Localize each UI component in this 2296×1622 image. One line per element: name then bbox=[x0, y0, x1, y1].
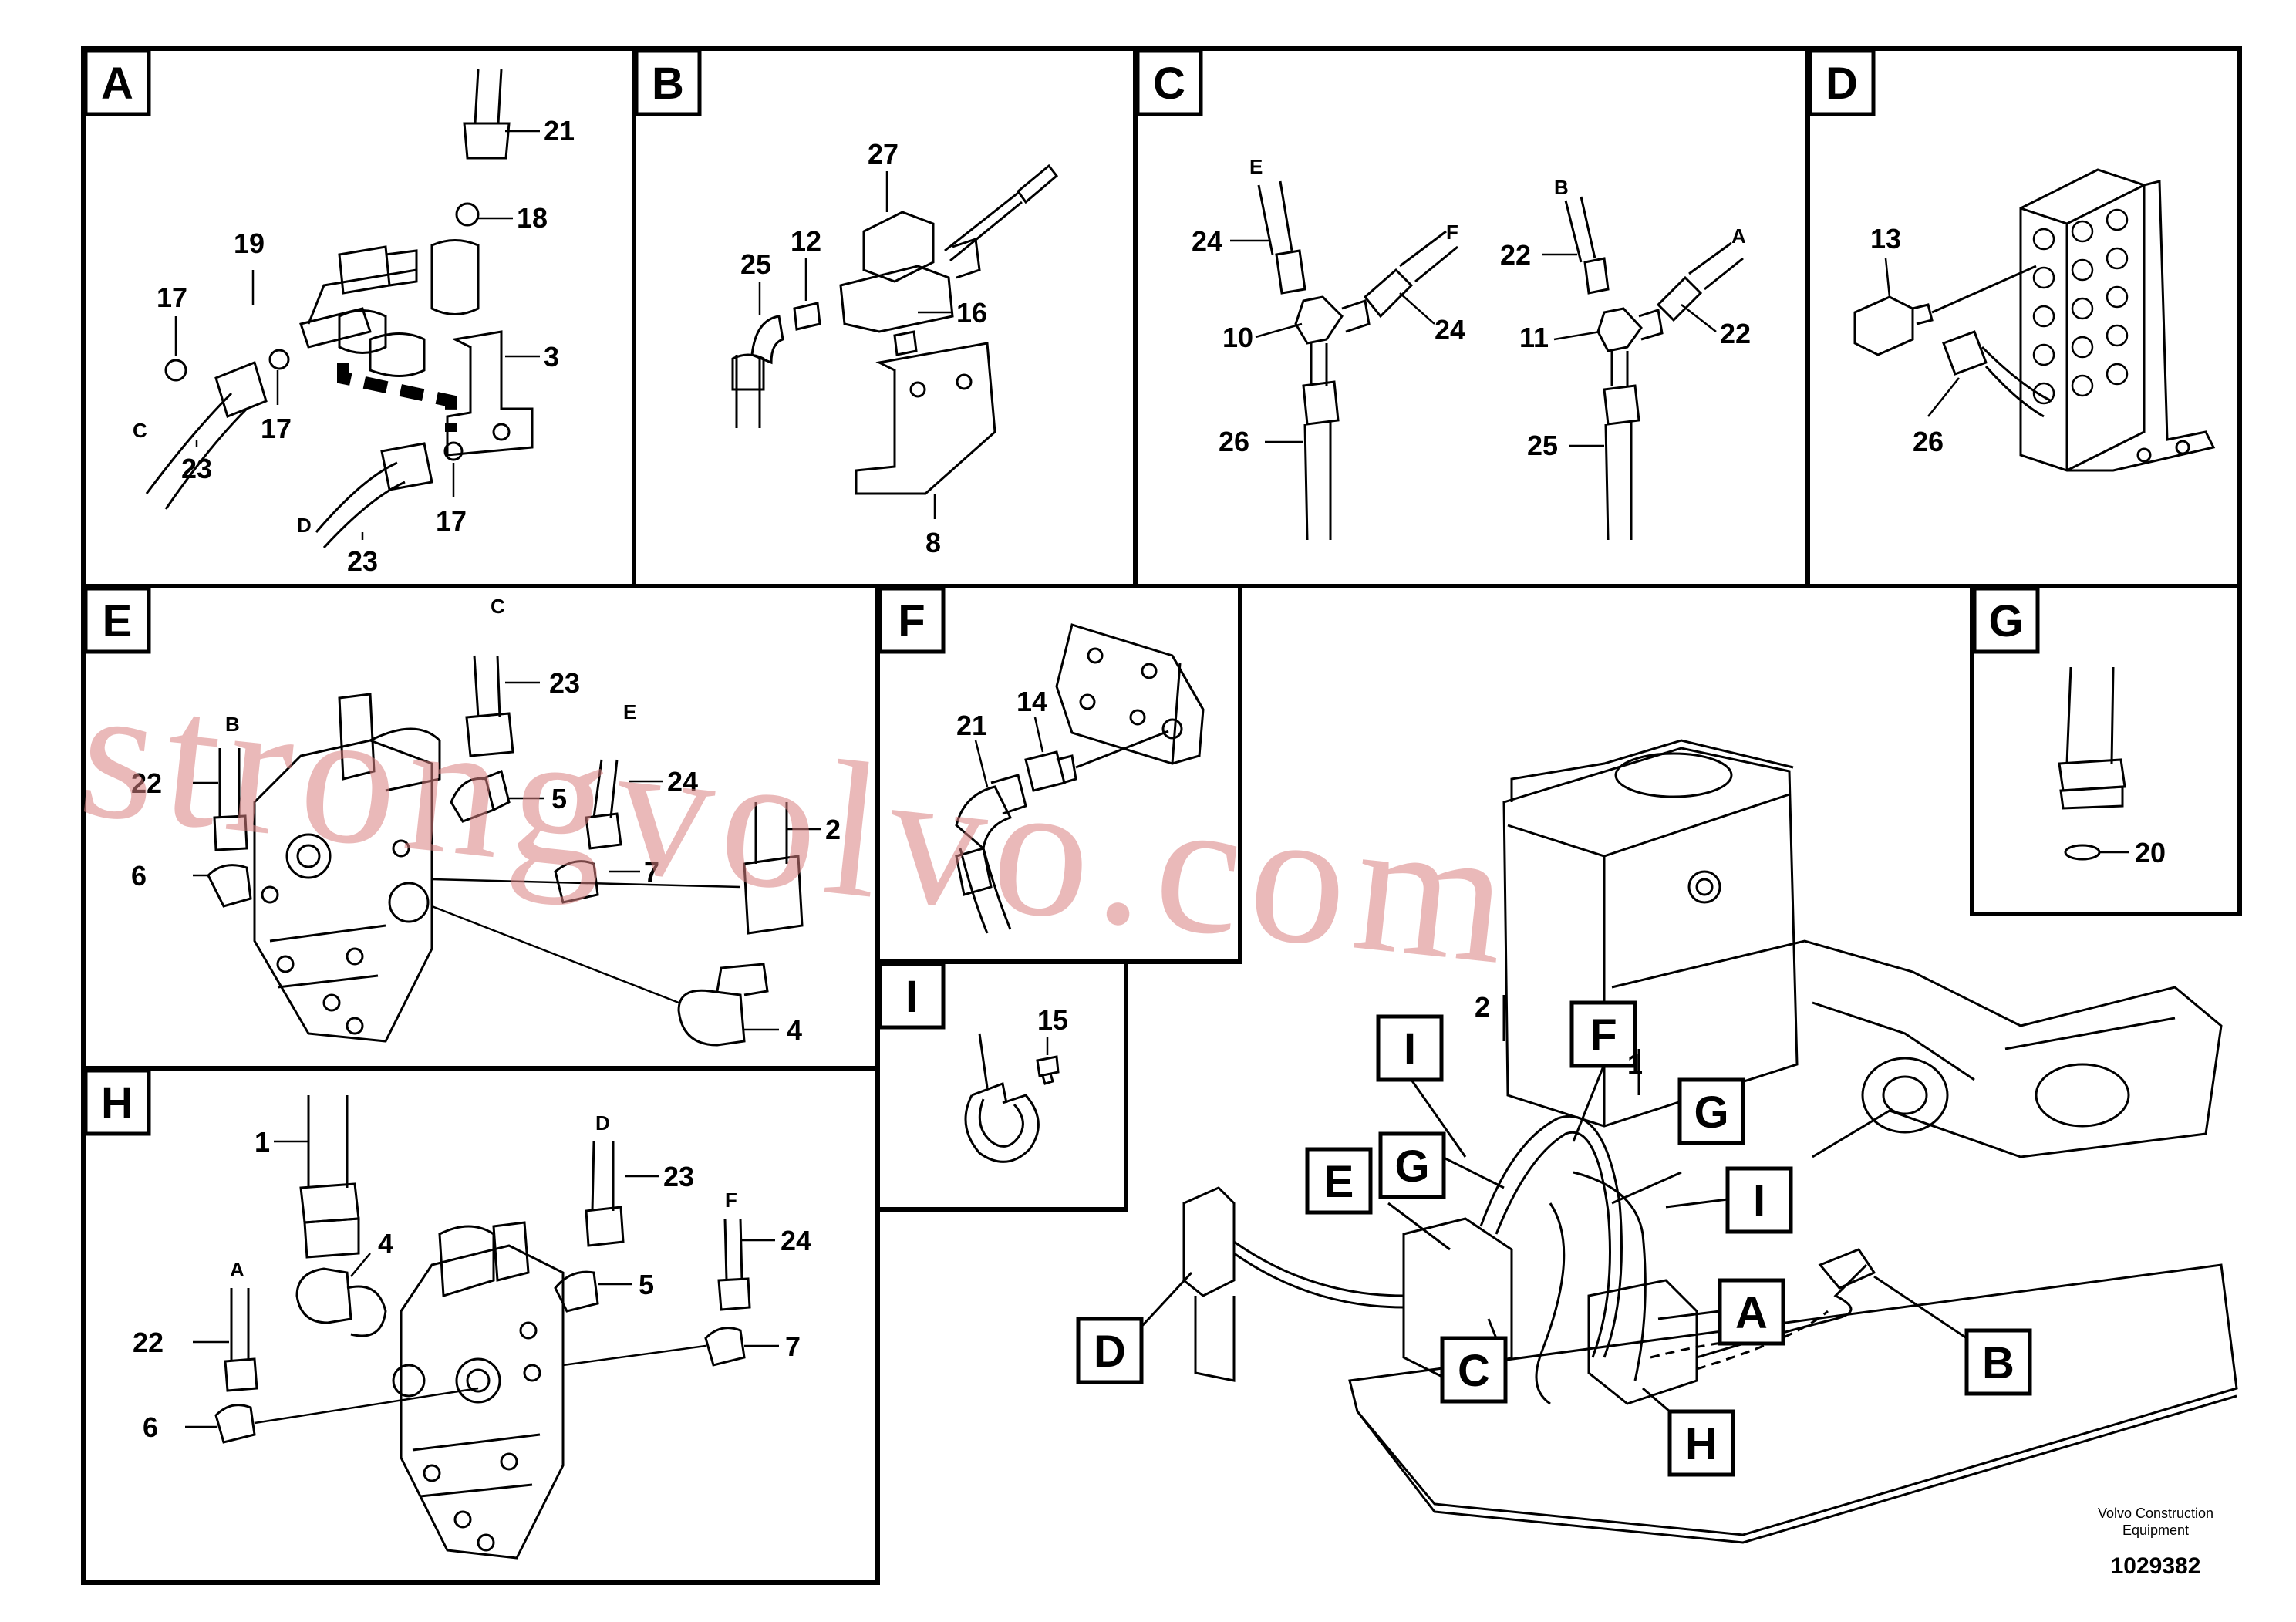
panel-letter-b: B bbox=[652, 59, 684, 109]
panel-a: A bbox=[81, 46, 636, 588]
line-letter: B bbox=[1554, 176, 1569, 199]
callout-label: B bbox=[1982, 1338, 2014, 1388]
part-label: 5 bbox=[639, 1269, 654, 1300]
part-label: 6 bbox=[131, 860, 147, 892]
part-label: 26 bbox=[1913, 426, 1944, 457]
part-label: 22 bbox=[1500, 239, 1531, 271]
part-label: 5 bbox=[551, 783, 567, 814]
part-label: 19 bbox=[234, 228, 265, 259]
line-letter: A bbox=[1731, 224, 1746, 248]
part-label: 21 bbox=[544, 115, 575, 147]
panel-c: C 24 bbox=[1133, 46, 1810, 588]
part-label: 13 bbox=[1870, 223, 1901, 255]
part-label: 17 bbox=[261, 413, 292, 444]
line-letter: C bbox=[491, 595, 505, 618]
footer: Volvo Construction Equipment 1029382 bbox=[2098, 1506, 2213, 1579]
part-label: 24 bbox=[667, 766, 698, 798]
panel-letter-i: I bbox=[905, 972, 918, 1022]
part-label: 2 bbox=[825, 814, 841, 845]
part-label: 24 bbox=[1192, 225, 1222, 257]
line-letter: A bbox=[230, 1258, 244, 1281]
part-label: 7 bbox=[644, 856, 659, 888]
panel-i: I 15 bbox=[875, 959, 1128, 1212]
overview-number: 1 bbox=[1627, 1048, 1643, 1080]
line-letter: B bbox=[225, 713, 240, 736]
panel-d: D 13 26 bbox=[1805, 46, 2242, 588]
part-label: 20 bbox=[2135, 837, 2166, 868]
panel-letter-h: H bbox=[101, 1078, 133, 1128]
part-label: 23 bbox=[549, 667, 580, 699]
part-label: 23 bbox=[663, 1161, 694, 1192]
part-label: 24 bbox=[781, 1225, 811, 1256]
line-letter: C bbox=[133, 419, 147, 442]
callout-label: G bbox=[1694, 1088, 1728, 1138]
callout-label: E bbox=[1324, 1157, 1354, 1207]
callout-label: C bbox=[1458, 1346, 1490, 1396]
panel-g: G 20 bbox=[1970, 584, 2242, 916]
panel-letter-f: F bbox=[898, 596, 925, 646]
machine-overview bbox=[1182, 739, 2238, 1544]
company-name-line1: Volvo Construction bbox=[2098, 1506, 2213, 1521]
panel-f: F 21 14 bbox=[875, 584, 1242, 964]
overview-callouts: I F G G E I A D C B H 2 1 bbox=[1076, 991, 2032, 1477]
watermark: strongvolvo.com bbox=[71, 642, 1526, 1006]
panel-b: B 27 25 12 16 bbox=[632, 46, 1138, 588]
part-label: 17 bbox=[436, 505, 467, 537]
part-label: 23 bbox=[181, 453, 212, 484]
line-letter: E bbox=[1249, 155, 1263, 178]
part-label: 3 bbox=[544, 341, 559, 373]
line-letter: F bbox=[1446, 221, 1458, 244]
part-label: 26 bbox=[1219, 426, 1249, 457]
panel-h: H bbox=[81, 1066, 880, 1585]
line-letter: E bbox=[623, 700, 636, 723]
panel-letter-e: E bbox=[103, 596, 133, 646]
line-letter: F bbox=[725, 1189, 737, 1212]
overview-number: 2 bbox=[1475, 991, 1490, 1023]
line-letter: D bbox=[595, 1111, 610, 1135]
part-label: 11 bbox=[1519, 322, 1549, 353]
callout-label: A bbox=[1735, 1288, 1768, 1338]
part-label: 7 bbox=[785, 1330, 801, 1362]
part-label: 23 bbox=[347, 545, 378, 577]
callout-label: G bbox=[1394, 1141, 1429, 1192]
part-label: 10 bbox=[1222, 322, 1253, 353]
panel-letter-a: A bbox=[101, 59, 133, 109]
part-label: 6 bbox=[143, 1411, 158, 1443]
part-label: 22 bbox=[133, 1327, 164, 1358]
part-label: 14 bbox=[1017, 686, 1047, 717]
panel-letter-d: D bbox=[1826, 59, 1858, 109]
panel-e: E bbox=[81, 584, 880, 1071]
panel-letter-g: G bbox=[1988, 596, 2023, 646]
callout-label: D bbox=[1094, 1327, 1126, 1377]
drawing-number: 1029382 bbox=[2111, 1553, 2201, 1579]
part-label: 16 bbox=[956, 297, 987, 329]
part-label: 27 bbox=[868, 138, 899, 170]
part-label: 24 bbox=[1435, 314, 1465, 346]
company-name-line2: Equipment bbox=[2122, 1523, 2189, 1538]
callout-label: I bbox=[1404, 1024, 1416, 1074]
callout-label: F bbox=[1590, 1010, 1617, 1061]
panel-letter-c: C bbox=[1153, 59, 1185, 109]
part-label: 22 bbox=[1720, 318, 1751, 349]
part-label: 4 bbox=[787, 1014, 802, 1046]
callout-label: H bbox=[1685, 1419, 1718, 1469]
part-label: 21 bbox=[956, 710, 987, 741]
part-label: 12 bbox=[791, 225, 821, 257]
part-label: 18 bbox=[517, 202, 548, 234]
line-letter: D bbox=[297, 514, 312, 537]
part-label: 8 bbox=[925, 527, 941, 558]
part-label: 4 bbox=[378, 1228, 393, 1259]
part-label: 17 bbox=[157, 282, 187, 313]
part-label: 22 bbox=[131, 767, 162, 799]
part-label: 15 bbox=[1037, 1004, 1068, 1036]
callout-label: I bbox=[1753, 1176, 1765, 1226]
part-label: 25 bbox=[740, 248, 771, 280]
part-label: 1 bbox=[255, 1126, 270, 1158]
part-label: 25 bbox=[1527, 430, 1558, 461]
